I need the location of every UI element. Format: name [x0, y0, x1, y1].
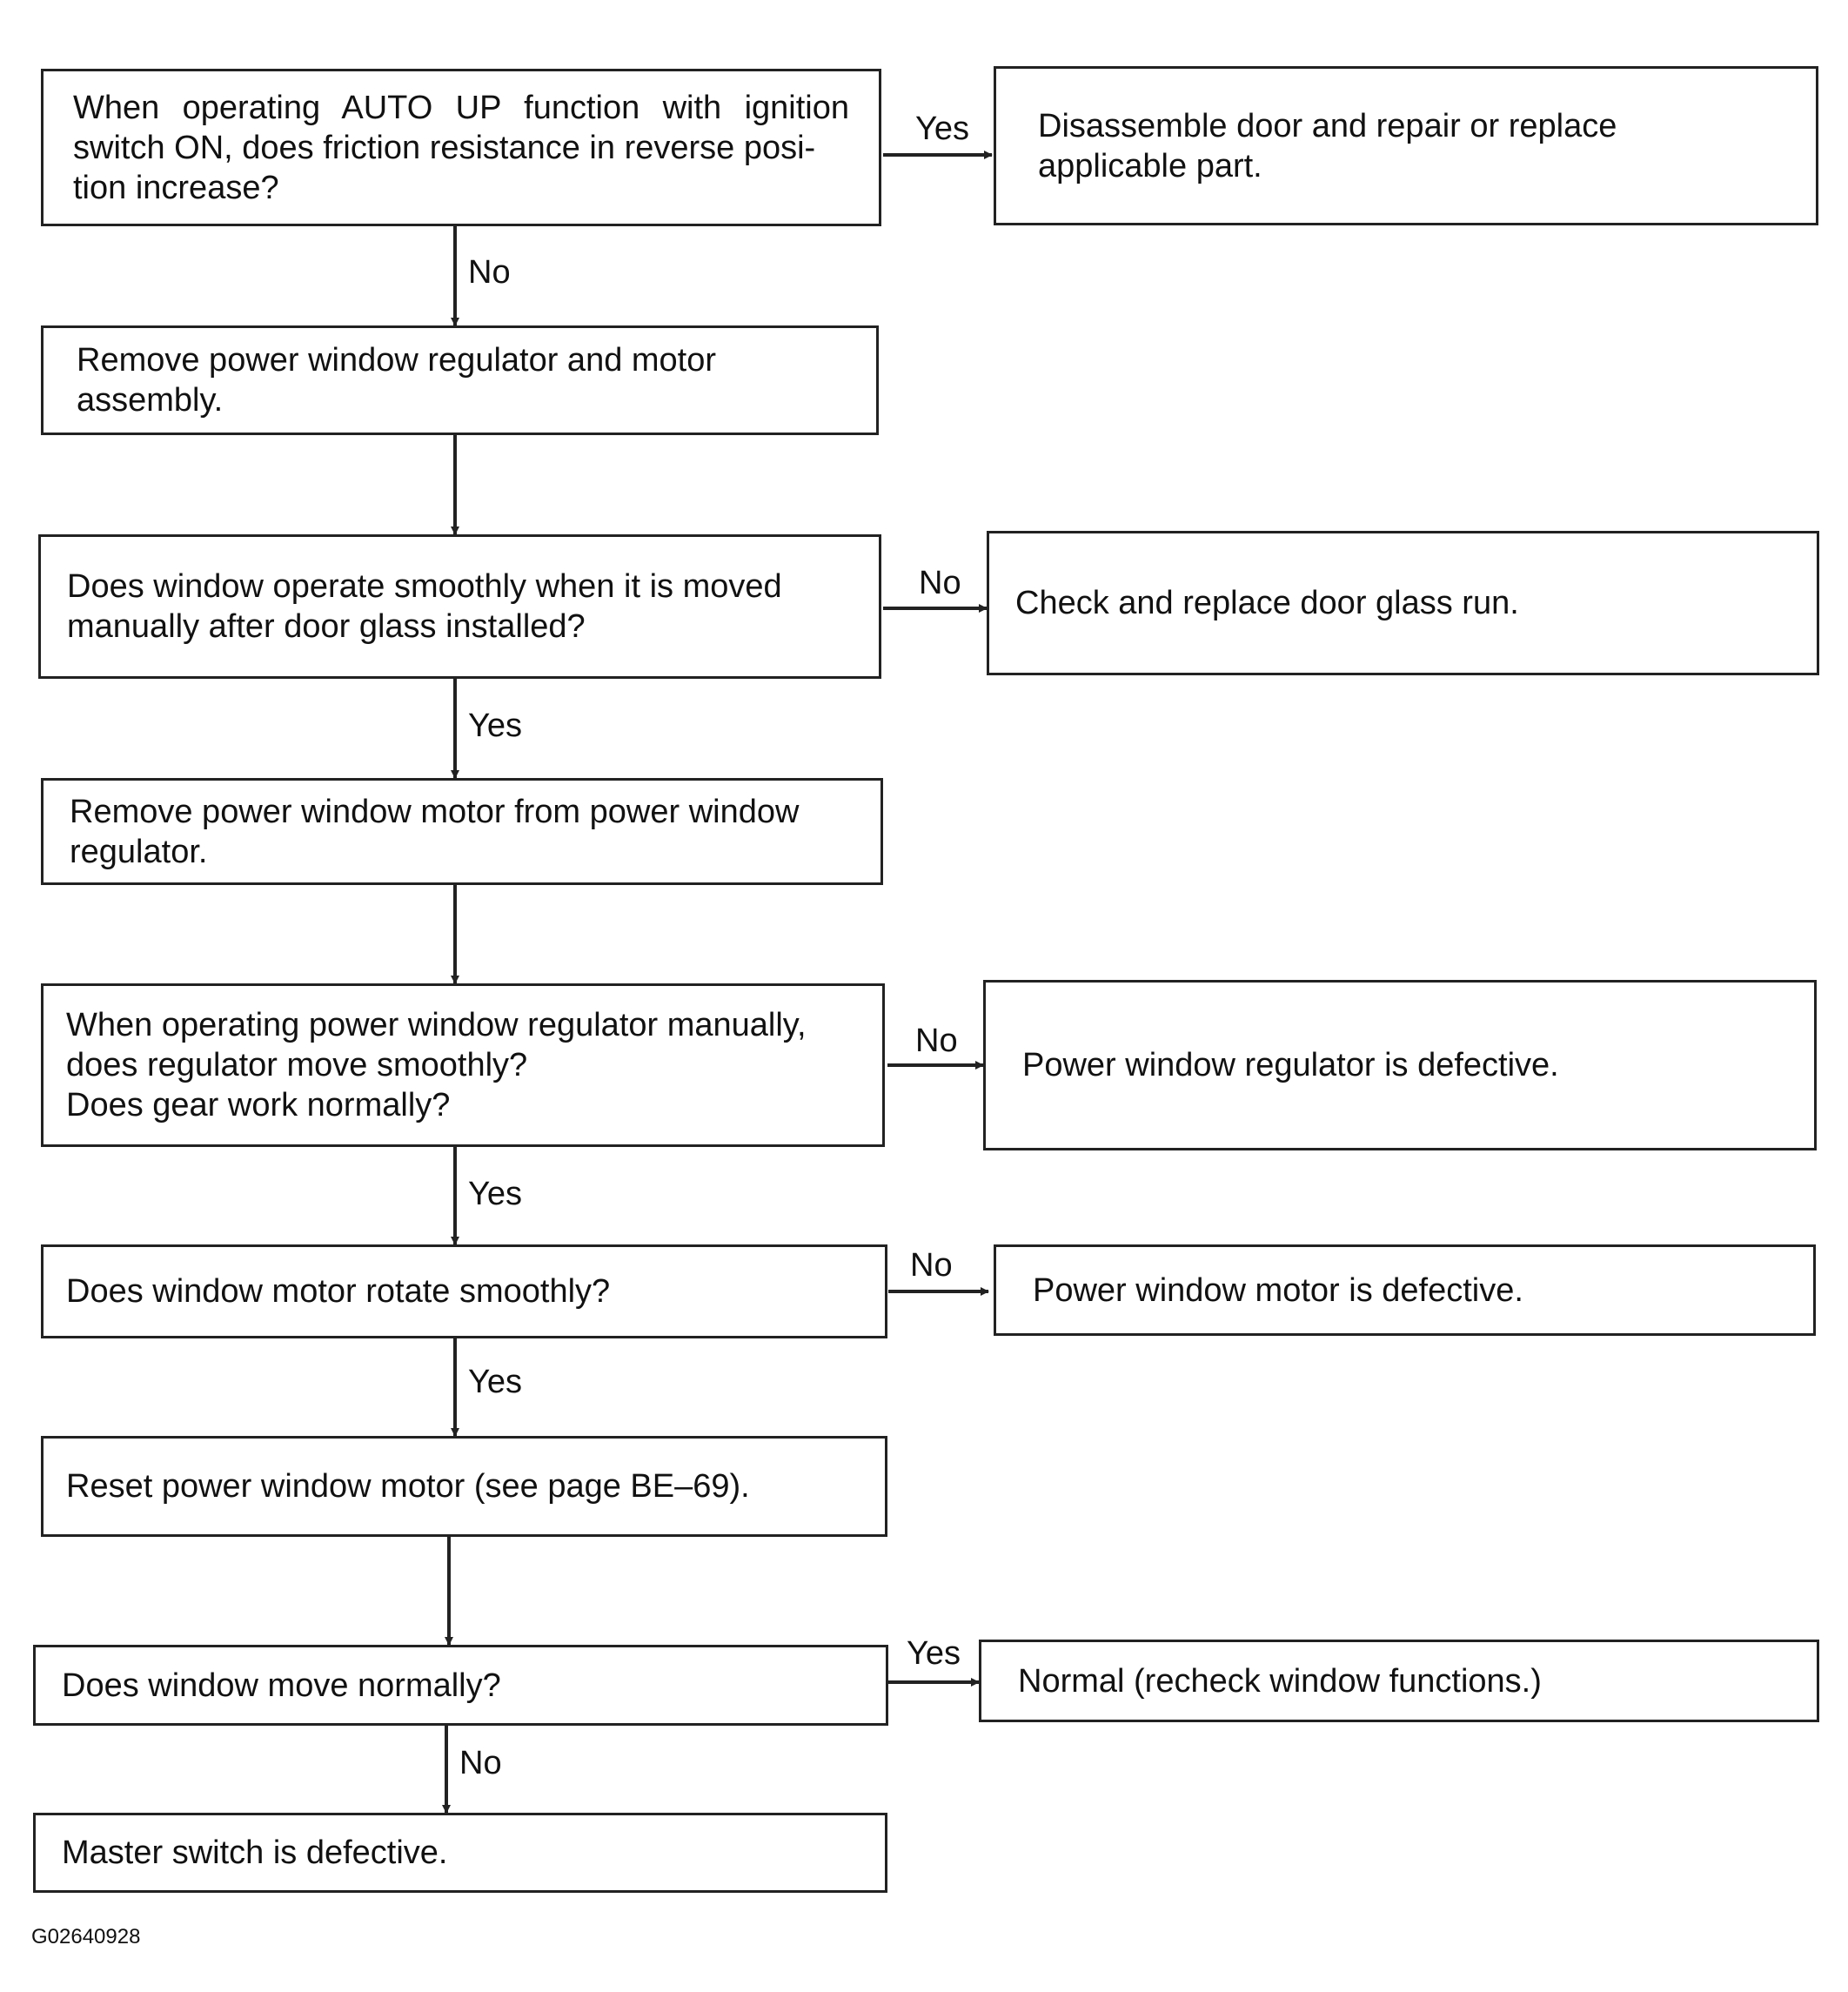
step-text: Master switch is defective. — [62, 1834, 448, 1871]
step-normal-result: Normal (recheck window functions.) — [979, 1640, 1819, 1722]
step-remove-regulator-motor: Remove power window regulator and motor … — [41, 325, 879, 435]
step-text: When operating power window regulator ma… — [66, 1007, 807, 1123]
label-q2-no: No — [919, 565, 961, 601]
label-q4-no: No — [910, 1247, 953, 1284]
step-check-regulator-manual: When operating power window regulator ma… — [41, 983, 885, 1147]
label-q5-no: No — [459, 1745, 502, 1781]
step-disassemble-door: Disassemble door and repair or replace a… — [994, 66, 1818, 225]
step-regulator-defective: Power window regulator is defective. — [983, 980, 1817, 1150]
step-check-window-manual: Does window operate smoothly when it is … — [38, 534, 881, 679]
label-q5-yes: Yes — [907, 1635, 961, 1672]
step-remove-motor: Remove power window motor from power win… — [41, 778, 883, 885]
label-q1-no: No — [468, 254, 511, 291]
step-text: Does window move normally? — [62, 1667, 501, 1704]
step-text: Does window operate smoothly when it is … — [67, 568, 782, 645]
figure-code: G02640928 — [31, 1925, 141, 1948]
step-text: Remove power window motor from power win… — [70, 793, 800, 870]
step-text: Disassemble door and repair or replace a… — [1038, 107, 1617, 184]
label-q1-yes: Yes — [915, 111, 969, 147]
step-motor-defective: Power window motor is defective. — [994, 1244, 1816, 1336]
step-text: Check and replace door glass run. — [1015, 585, 1519, 621]
step-text: Reset power window motor (see page BE–69… — [66, 1468, 750, 1505]
label-q4-yes: Yes — [468, 1364, 522, 1400]
step-text: Power window regulator is defective. — [1022, 1047, 1559, 1083]
step-reset-motor: Reset power window motor (see page BE–69… — [41, 1436, 887, 1537]
step-replace-glass-run: Check and replace door glass run. — [987, 531, 1819, 675]
label-q2-yes: Yes — [468, 708, 522, 744]
step-text: Power window motor is defective. — [1033, 1271, 1523, 1309]
step-text: Normal (recheck window functions.) — [1018, 1662, 1542, 1700]
step-text: Does window motor rotate smoothly? — [66, 1273, 611, 1310]
step-check-window-movement: Does window move normally? — [33, 1645, 888, 1726]
step-text: When operating AUTO UP function with ign… — [73, 89, 849, 206]
step-check-motor-rotation: Does window motor rotate smoothly? — [41, 1244, 887, 1338]
step-check-friction-resistance: When operating AUTO UP function with ign… — [41, 69, 881, 226]
label-q3-yes: Yes — [468, 1176, 522, 1212]
step-text: Remove power window regulator and motor … — [77, 342, 717, 419]
label-q3-no: No — [915, 1023, 958, 1059]
step-master-switch-defective: Master switch is defective. — [33, 1813, 887, 1893]
